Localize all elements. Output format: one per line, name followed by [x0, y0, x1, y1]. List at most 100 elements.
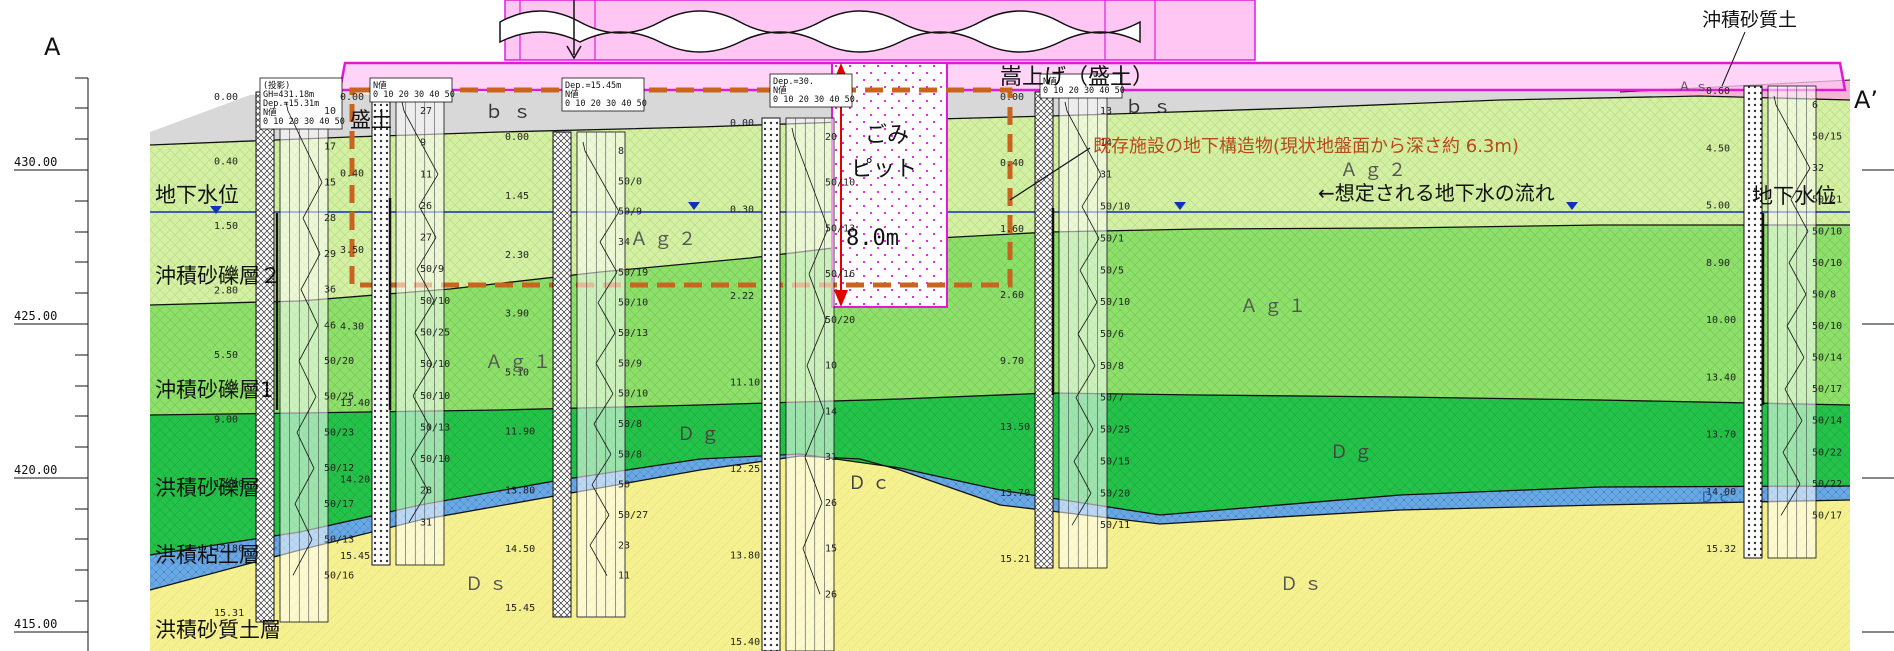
- borehole-depth: 14.00: [1706, 487, 1736, 498]
- n-value-trace: [804, 411, 825, 458]
- borehole-n-value: 50/10: [618, 298, 648, 309]
- code-dc-right: Ｄｃ: [1700, 490, 1734, 506]
- borehole-n-value: 50/16: [825, 269, 855, 280]
- n-value-trace: [593, 393, 614, 425]
- elevation-tick-420: 420.00: [14, 463, 57, 477]
- raise-label: 嵩上げ（盛土）: [1000, 65, 1154, 90]
- borehole-n-value: 50/5: [1100, 265, 1124, 276]
- borehole-depth: 14.20: [340, 475, 370, 486]
- borehole-depth: 0.40: [214, 157, 238, 168]
- n-value-trace: [1064, 101, 1068, 112]
- borehole-depth: 8.90: [1706, 258, 1730, 269]
- layer-label-dg: 洪積砂礫層: [155, 476, 260, 500]
- water-level-icon: [688, 202, 700, 210]
- borehole-column: [1743, 85, 1763, 559]
- borehole-depth: 4.30: [340, 322, 364, 333]
- n-value-trace: [418, 174, 439, 207]
- n-value-trace: [599, 211, 620, 243]
- borehole-header-text: N値: [565, 89, 579, 100]
- borehole-n-value: 28: [324, 213, 336, 224]
- borehole-n-value: 50/20: [1100, 488, 1130, 499]
- n-value-trace: [298, 325, 319, 362]
- n-value-trace: [1073, 429, 1094, 462]
- borehole-header-text: 0 10 20 30 40 50: [263, 117, 345, 127]
- n-value-trace: [285, 101, 289, 112]
- borehole-depth: 11.10: [730, 378, 760, 389]
- borehole-n-value: 50/10: [1812, 226, 1842, 237]
- borehole-depth: 0.60: [1706, 86, 1730, 97]
- n-value-trace: [1083, 142, 1102, 175]
- n-value-trace: [416, 237, 437, 270]
- borehole-header-text: N値: [263, 107, 277, 118]
- borehole-n-value: 50/13: [420, 422, 450, 433]
- n-value-trace: [296, 432, 315, 469]
- borehole-n-value: 50/9: [618, 358, 642, 369]
- borehole-depth: 2.22: [730, 291, 754, 302]
- borehole-depth: 12.80: [214, 544, 244, 555]
- n-value-trace: [304, 146, 323, 183]
- borehole-n-value: 50/10: [1100, 202, 1130, 213]
- borehole-header-text: GH=431.18m: [263, 90, 314, 100]
- borehole-header-box: [769, 73, 853, 108]
- borehole-depth: 1.50: [214, 221, 238, 232]
- borehole-n-value: 32: [1812, 163, 1824, 174]
- n-value-trace: [584, 150, 603, 182]
- borehole-depth: 12.30: [214, 479, 244, 490]
- borehole-header-text: N値: [373, 80, 387, 91]
- n-value-trace: [412, 363, 433, 396]
- borehole-n-value: 50: [618, 480, 630, 491]
- n-value-trace: [1792, 136, 1811, 169]
- pit-depth-label: 8.0m: [846, 226, 899, 251]
- layer-label-ag2: 沖積砂礫層２: [155, 264, 281, 288]
- borehole-depth: 13.50: [1000, 422, 1030, 433]
- borehole-log: Dep.=30.N値0 10 20 30 40 500.000.302.2211…: [730, 73, 855, 651]
- borehole-n-value: 13: [1100, 106, 1112, 117]
- borehole-depth: 0.40: [340, 169, 364, 180]
- n-value-trace: [601, 181, 620, 212]
- code-dg-right: Ｄｇ: [1330, 442, 1378, 463]
- n-value-trace: [1784, 357, 1805, 390]
- code-ds-right: Ｄｓ: [1280, 574, 1328, 595]
- borehole-n-value: 50/20: [825, 315, 855, 326]
- borehole-n-value: 50/8: [618, 419, 642, 430]
- n-value-trace: [414, 300, 435, 333]
- n-value-graph: [1058, 91, 1108, 569]
- borehole-depth: 15.45: [505, 603, 535, 614]
- n-value-trace: [591, 454, 612, 485]
- borehole-header-text: Dep.=30.: [773, 77, 814, 87]
- borehole-n-value: 50/11: [1100, 520, 1130, 531]
- borehole-header-text: 0 10 20 30 40 50: [773, 95, 855, 105]
- borehole-n-value: 28: [420, 486, 432, 497]
- borehole-n-value: 50/22: [1812, 447, 1842, 458]
- borehole-n-value: 23: [618, 540, 630, 551]
- borehole-column: [1034, 91, 1054, 569]
- borehole-n-value: 50/20: [324, 356, 354, 367]
- borehole-n-value: 29: [324, 249, 336, 260]
- n-value-trace: [591, 484, 610, 516]
- borehole-n-value: 50/10: [420, 454, 450, 465]
- n-value-trace: [1066, 110, 1085, 144]
- borehole-n-value: 6: [1812, 100, 1818, 111]
- borehole-depth: 13.40: [1706, 372, 1736, 383]
- sandy-alluvium-leader: [1721, 31, 1746, 87]
- n-value-trace: [806, 319, 827, 366]
- borehole-n-value: 17: [324, 142, 336, 153]
- borehole-n-value: 50/25: [420, 328, 450, 339]
- borehole-n-value: 50/17: [1812, 384, 1842, 395]
- n-value-trace: [1786, 294, 1807, 327]
- borehole-n-value: 31: [825, 452, 837, 463]
- borehole-n-value: 50/16: [324, 570, 354, 581]
- n-value-trace: [292, 539, 313, 576]
- code-bs-right: ｂｓ: [1125, 97, 1181, 118]
- borehole-n-value: 50/10: [420, 391, 450, 402]
- borehole-header-box: [259, 77, 343, 130]
- borehole-n-value: 46: [324, 320, 336, 331]
- borehole-log: 0.604.505.008.9010.0013.4013.7014.0015.3…: [1706, 85, 1842, 559]
- borehole-depth: 13.80: [505, 485, 535, 496]
- n-value-trace: [1073, 461, 1092, 494]
- layer-label-dc: 洪積粘土層: [155, 543, 260, 567]
- borehole-n-value: 14: [1100, 138, 1112, 149]
